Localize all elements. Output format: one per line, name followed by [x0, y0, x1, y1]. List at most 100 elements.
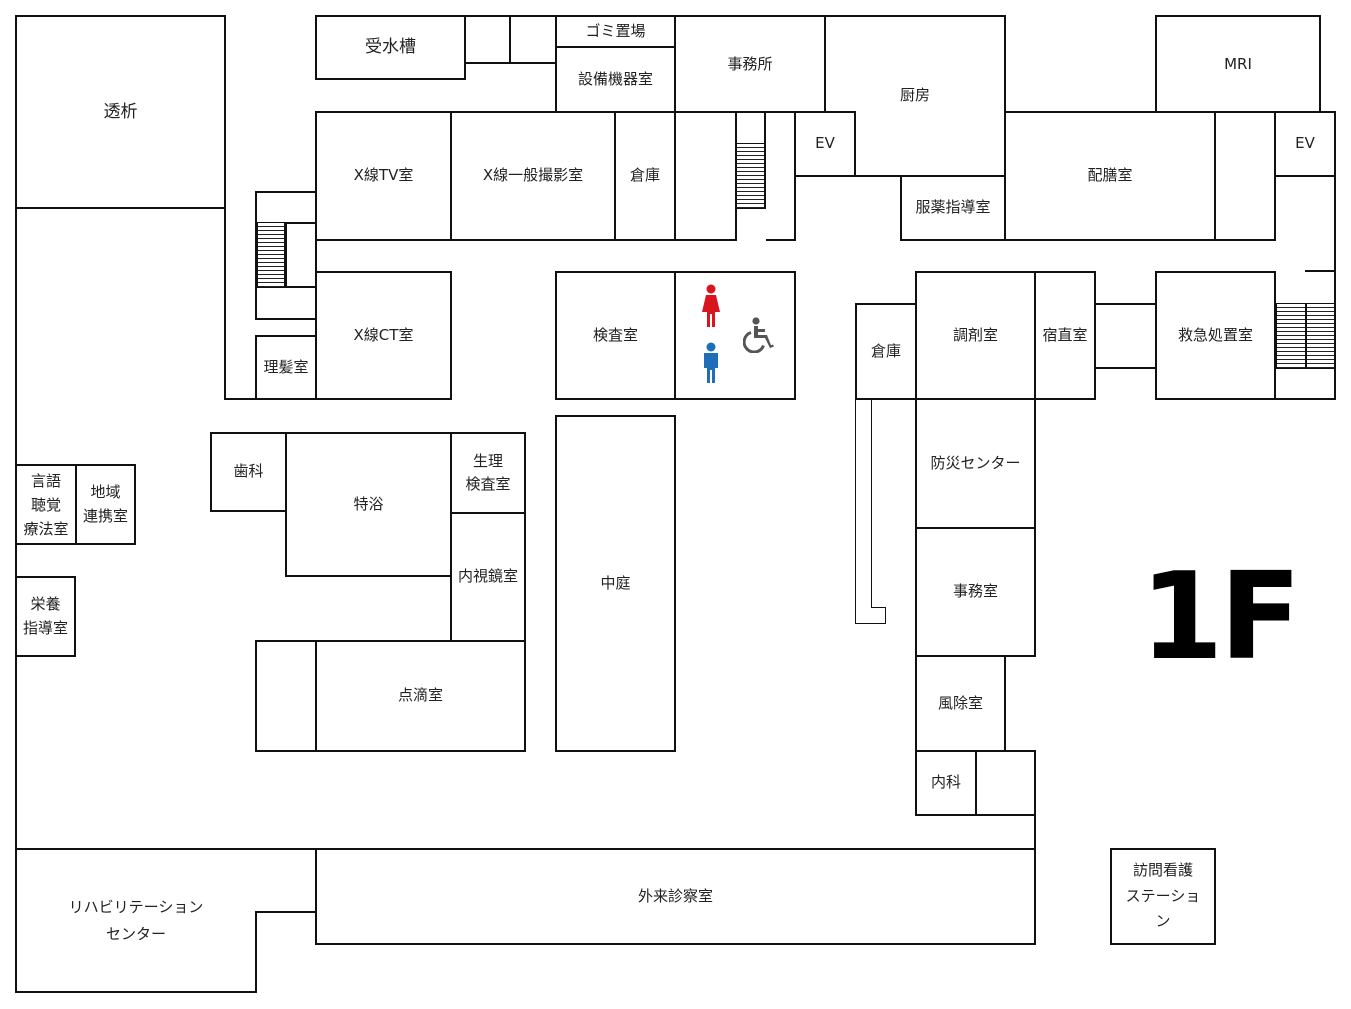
room-label: 救急処置室 — [1177, 325, 1253, 344]
room-label: 調剤室 — [952, 325, 998, 344]
room-water-tank: 受水槽 — [315, 15, 466, 80]
wheelchair-icon — [743, 317, 774, 353]
female-toilet-icon — [702, 284, 720, 327]
room-unlabeled — [674, 111, 737, 241]
room-small — [255, 848, 317, 913]
room-label: 防災センター — [930, 453, 1021, 472]
room-label: 特浴 — [353, 494, 384, 513]
room-label: 受水槽 — [365, 37, 416, 58]
wall — [1274, 398, 1336, 400]
room-night-duty: 宿直室 — [1034, 271, 1096, 400]
ramp-rail — [871, 398, 872, 608]
room-home-nursing-station: 訪問看護 ステーショ ン — [1110, 848, 1216, 945]
staircase — [1276, 303, 1306, 369]
room-special-bath: 特浴 — [285, 432, 452, 577]
room-label: 歯科 — [233, 462, 264, 481]
room-elevator: EV — [1274, 111, 1336, 177]
room-label: 地域 連携室 — [82, 483, 128, 525]
room-label: 透析 — [103, 101, 138, 122]
room-label: EV — [815, 134, 835, 153]
room-disaster-center: 防災センター — [915, 398, 1036, 529]
room-label: 栄養 指導室 — [22, 595, 68, 637]
room-storage: 倉庫 — [614, 111, 676, 241]
room-endoscopy: 内視鏡室 — [450, 512, 526, 642]
room-xray-tv: X線TV室 — [315, 111, 452, 241]
room-label: 検査室 — [592, 325, 638, 344]
room-label: MRI — [1224, 55, 1252, 73]
room-infusion: 点滴室 — [315, 640, 526, 752]
room-small — [509, 15, 557, 64]
room-community-liaison: 地域 連携室 — [75, 464, 136, 545]
room-label: 事務所 — [727, 55, 773, 73]
room-xray-general: X線一般撮影室 — [450, 111, 616, 241]
room-label: 倉庫 — [870, 341, 901, 360]
room-windbreak: 風除室 — [915, 655, 1006, 752]
room-garbage: ゴミ置場 — [555, 15, 676, 48]
wall — [764, 111, 796, 113]
room-label: EV — [1295, 134, 1315, 153]
room-label: 服薬指導室 — [915, 198, 991, 217]
room-label: 設備機器室 — [577, 69, 653, 88]
ramp-rail — [885, 607, 886, 624]
room-emergency: 救急処置室 — [1155, 271, 1276, 400]
room-label: 内視鏡室 — [457, 567, 518, 586]
room-internal-medicine: 内科 — [915, 750, 977, 816]
room-small — [975, 750, 1036, 816]
room-label: 言語 聴覚 療法室 — [23, 471, 69, 538]
room-label: 倉庫 — [629, 166, 660, 185]
wall — [1274, 175, 1276, 241]
room-label: 厨房 — [899, 86, 930, 105]
room-admin-office: 事務室 — [915, 527, 1036, 657]
room-label: 訪問看護 ステーショ ン — [1125, 861, 1201, 931]
ramp-rail — [855, 623, 886, 624]
male-toilet-icon — [704, 342, 718, 383]
room-serving: 配膳室 — [1004, 111, 1216, 241]
wall — [766, 239, 796, 241]
room-label: 点滴室 — [397, 686, 443, 705]
wall — [1034, 814, 1036, 850]
wall — [224, 207, 226, 400]
room-dialysis: 透析 — [15, 15, 226, 209]
ramp-rail — [871, 607, 886, 608]
room-label: X線CT室 — [353, 325, 414, 344]
room-equipment: 設備機器室 — [555, 46, 676, 113]
room-label: 生理 検査室 — [465, 451, 511, 493]
ramp-rail — [855, 398, 856, 624]
stair-well — [285, 222, 317, 288]
room-barber: 理髪室 — [255, 335, 317, 400]
room-office: 事務所 — [674, 15, 826, 113]
room-connector — [1094, 303, 1157, 369]
room-dispensary: 調剤室 — [915, 271, 1036, 400]
room-label: 外来診察室 — [637, 886, 713, 905]
room-storage: 倉庫 — [855, 303, 917, 400]
staircase — [1306, 303, 1335, 369]
room-label: ゴミ置場 — [585, 21, 646, 40]
room-rehabilitation: リハビリテーション センター — [15, 848, 257, 993]
room-nutrition-guidance: 栄養 指導室 — [15, 576, 76, 657]
room-label: 内科 — [930, 773, 961, 792]
room-elevator: EV — [794, 111, 856, 177]
room-label: 事務室 — [952, 582, 998, 601]
wall — [1214, 239, 1276, 241]
wall — [764, 111, 766, 209]
room-label: 宿直室 — [1042, 325, 1088, 344]
floor-label: 1F — [1140, 548, 1301, 687]
wall — [735, 111, 737, 209]
room-label: X線TV室 — [353, 166, 414, 185]
room-xray-ct: X線CT室 — [315, 271, 452, 400]
room-label: 配膳室 — [1087, 166, 1133, 185]
room-label: リハビリテーション センター — [68, 897, 204, 943]
room-label: 理髪室 — [263, 357, 309, 376]
room-dental: 歯科 — [210, 432, 287, 512]
room-speech-therapy: 言語 聴覚 療法室 — [15, 464, 77, 545]
wall — [1305, 270, 1336, 272]
room-label: X線一般撮影室 — [482, 166, 584, 185]
room-medication-guidance: 服薬指導室 — [900, 175, 1006, 241]
room-physiology-lab: 生理 検査室 — [450, 432, 526, 514]
room-small — [464, 15, 511, 64]
staircase — [257, 222, 285, 288]
staircase — [736, 143, 766, 209]
room-restroom — [674, 271, 796, 400]
room-label: 風除室 — [937, 693, 983, 712]
room-lab: 検査室 — [555, 271, 676, 400]
